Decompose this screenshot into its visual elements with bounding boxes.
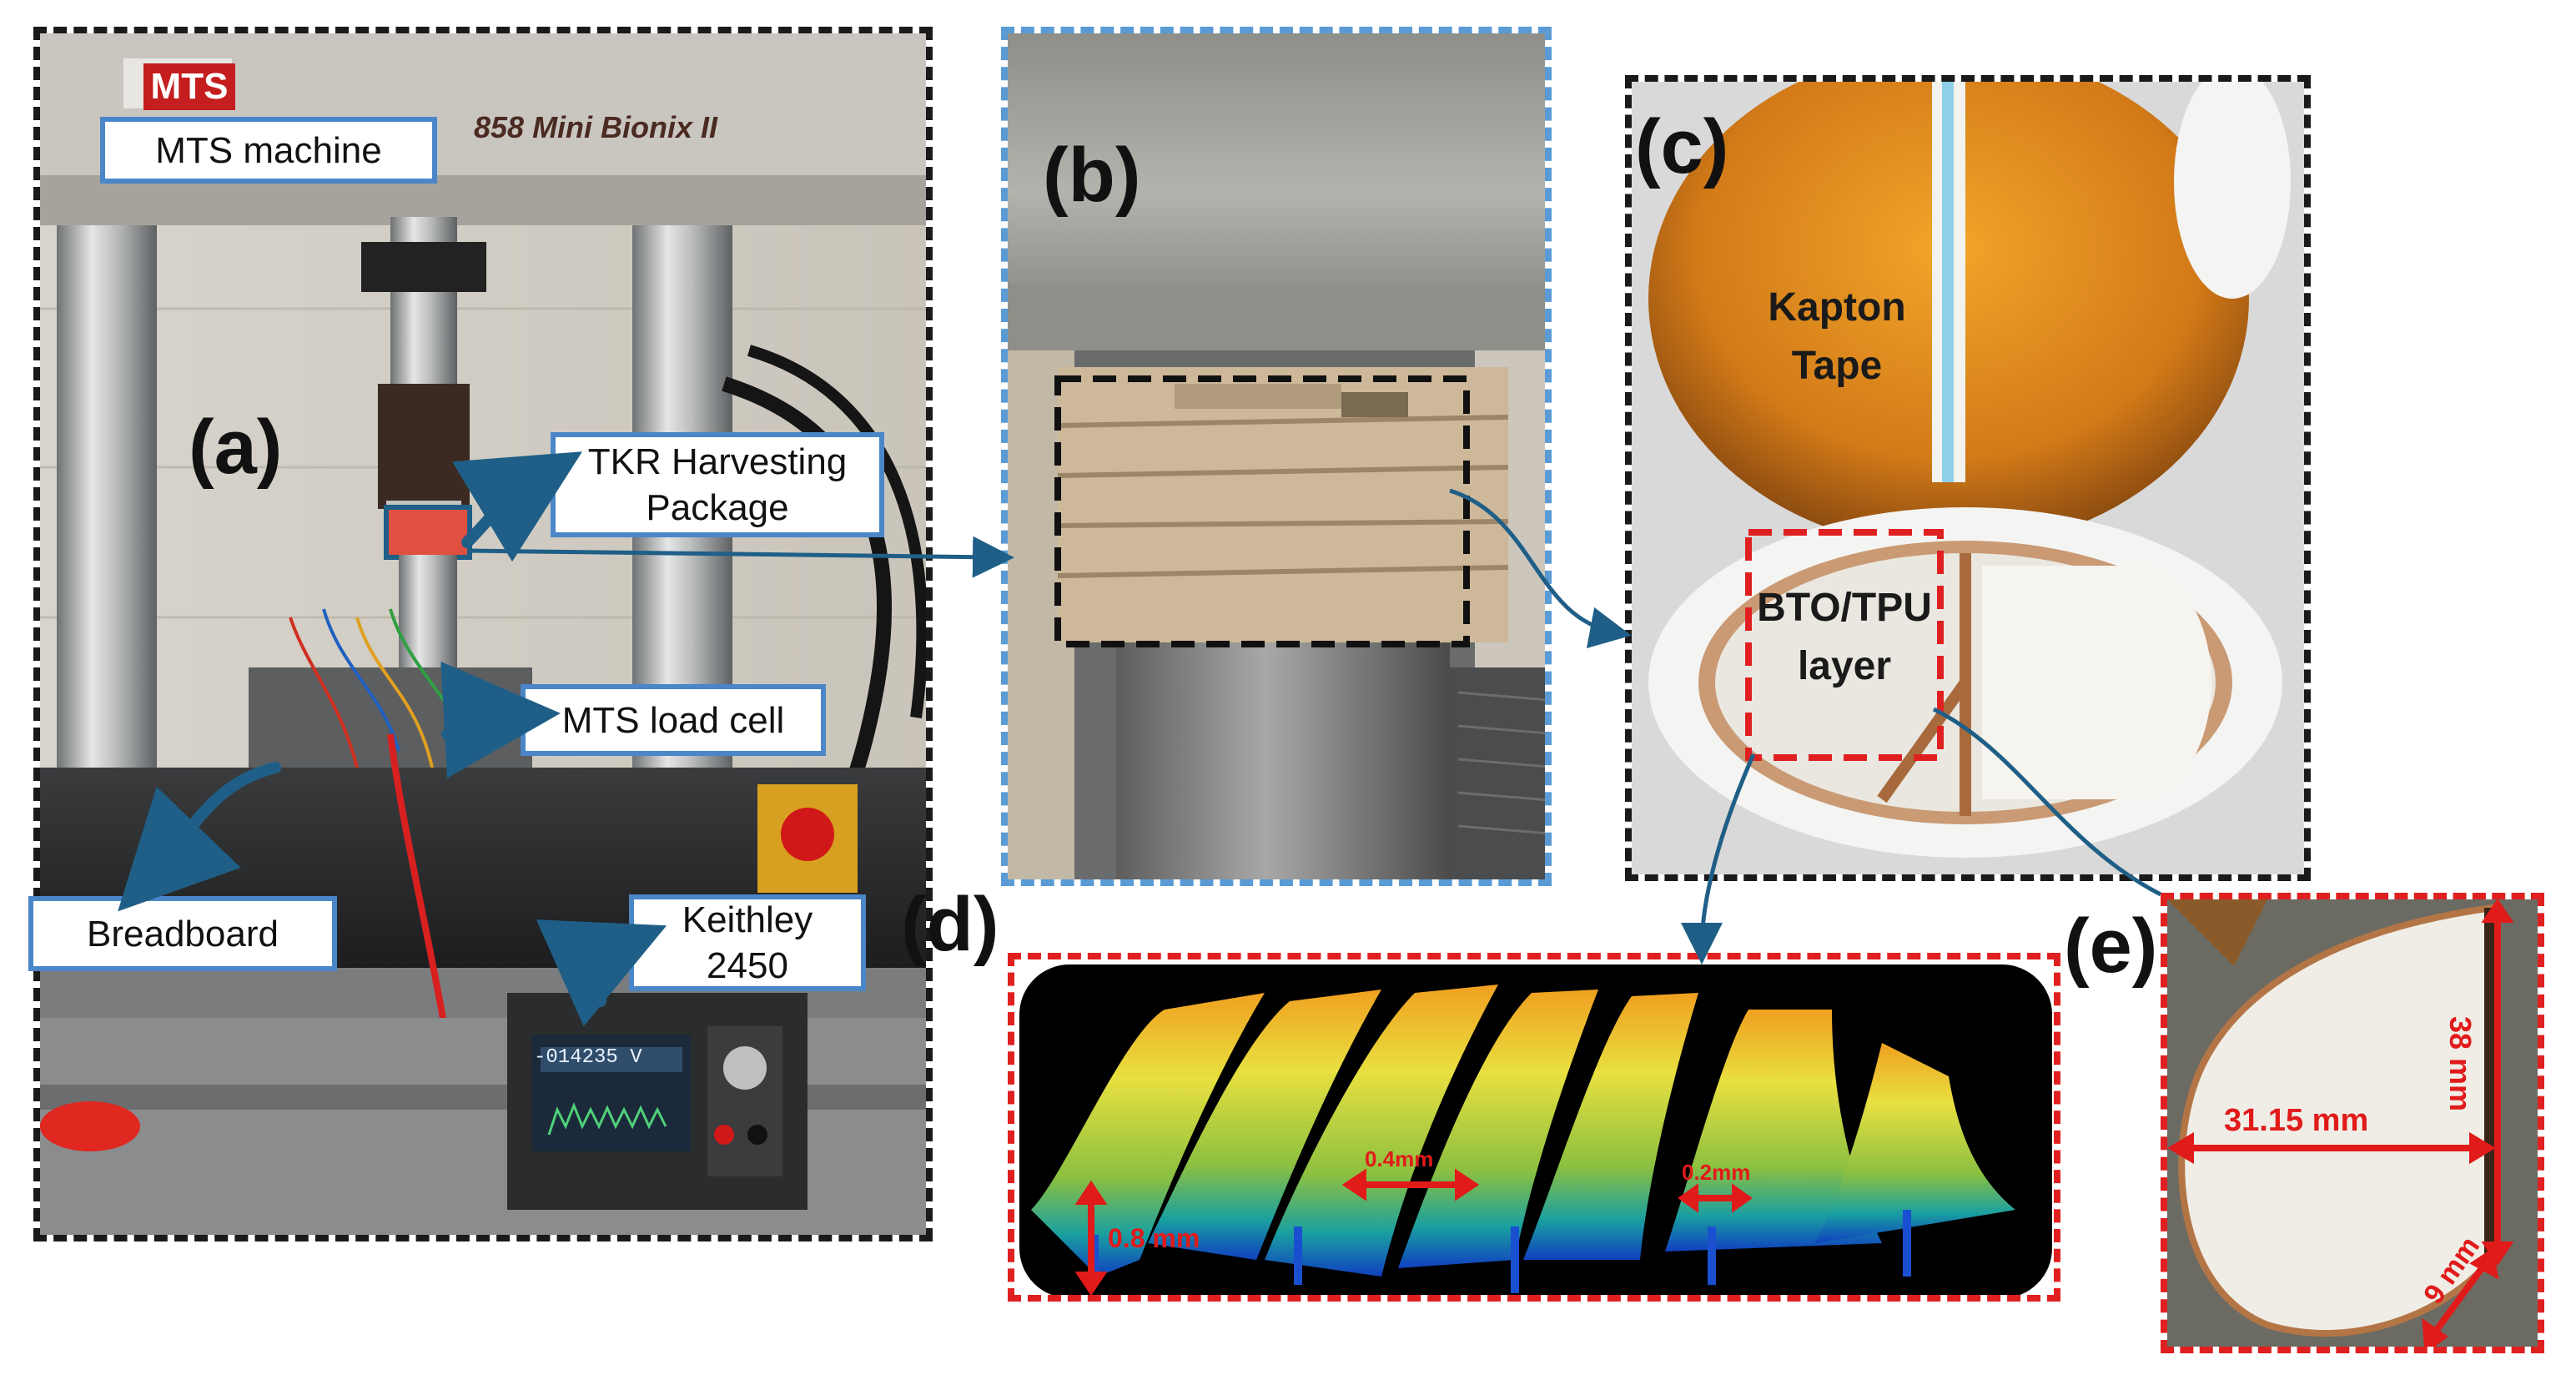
bto-tpu-label: BTO/TPU layer: [1757, 586, 1932, 688]
panel-a-letter: (a): [189, 405, 283, 490]
dim-gap-narrow-label: 0.2mm: [1682, 1160, 1751, 1185]
panel-d-surface-scan: [1019, 964, 2052, 1295]
panel-c: Kapton Tape BTO/TPU layer: [1625, 75, 2311, 881]
panel-a: MTS 858 Mini Bionix II -014235 V: [33, 27, 933, 1241]
panel-d: 0.8 mm 0.4mm 0.2mm: [1008, 953, 2060, 1302]
panel-b: [1001, 27, 1552, 886]
panel-e: 31.15 mm 38 mm 9 mm: [2161, 893, 2544, 1353]
panel-b-letter: (b): [1043, 133, 1141, 218]
panel-e-photo: [2167, 899, 2538, 1347]
meter-reading: -014235 V: [534, 1046, 642, 1069]
machine-model-label: 858 Mini Bionix II: [474, 110, 718, 144]
panel-e-letter: (e): [2064, 904, 2158, 989]
dim-width-label: 31.15 mm: [2224, 1103, 2369, 1138]
dim-length-label: 38 mm: [2443, 1016, 2478, 1112]
panel-c-letter: (c): [1635, 104, 1729, 189]
kapton-tape-label: Kapton Tape: [1768, 285, 1906, 388]
callout-load-cell: MTS load cell: [521, 684, 826, 756]
panel-d-letter: (d): [901, 882, 999, 967]
callout-breadboard: Breadboard: [28, 896, 337, 971]
panel-c-photo: [1632, 82, 2304, 874]
dim-gap-wide-label: 0.4mm: [1365, 1146, 1434, 1171]
panel-b-photo: [1008, 33, 1545, 879]
callout-tkr-package: TKR Harvesting Package: [551, 432, 884, 537]
callout-keithley: Keithley 2450: [629, 894, 866, 991]
dim-height-label: 0.8 mm: [1108, 1223, 1200, 1253]
callout-mts-machine: MTS machine: [100, 117, 437, 184]
mts-logo: MTS: [143, 63, 235, 110]
panel-a-photo: [40, 33, 926, 1235]
